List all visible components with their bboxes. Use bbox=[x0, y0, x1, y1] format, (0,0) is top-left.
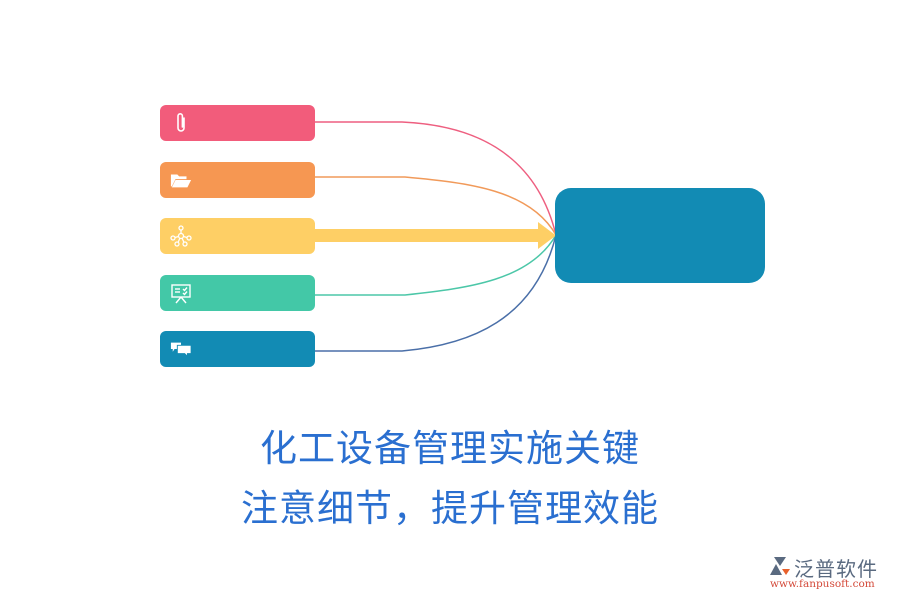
folder-open-icon bbox=[170, 169, 192, 191]
paperclip-icon bbox=[170, 112, 192, 134]
title-line-1: 化工设备管理实施关键 bbox=[260, 427, 640, 470]
central-node bbox=[555, 188, 765, 283]
branch-box-5 bbox=[160, 331, 315, 367]
branch-box-4 bbox=[160, 275, 315, 311]
logo-brand-text: 泛普软件 bbox=[794, 557, 878, 581]
network-icon bbox=[170, 225, 192, 247]
branch-box-2 bbox=[160, 162, 315, 198]
logo-mark-icon bbox=[770, 557, 790, 575]
title-line-2: 注意细节，提升管理效能 bbox=[241, 487, 659, 530]
branch-box-3 bbox=[160, 218, 315, 254]
chat-bubbles-icon bbox=[170, 338, 192, 360]
branch-box-1 bbox=[160, 105, 315, 141]
presentation-board-icon bbox=[170, 282, 192, 304]
logo-url-text: www.fanpusoft.com bbox=[770, 578, 875, 590]
fanpusoft-logo: 泛普软件 www.fanpusoft.com bbox=[768, 553, 893, 593]
